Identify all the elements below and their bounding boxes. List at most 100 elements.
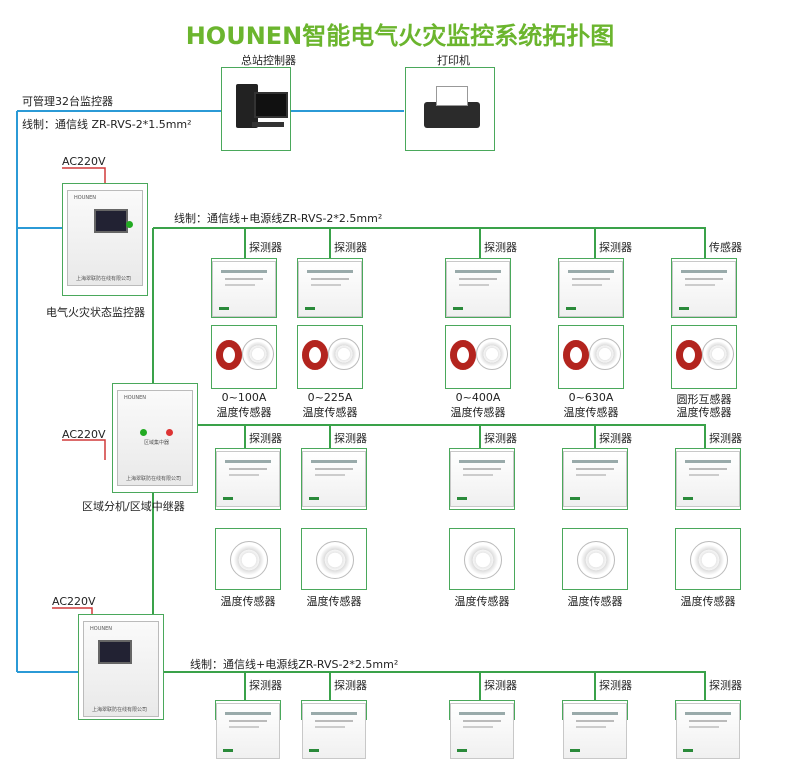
sensor-type: 温度传感器: [563, 406, 619, 419]
detector-box[interactable]: [301, 700, 367, 759]
module-detail: [689, 468, 727, 470]
current-transformer-icon: [450, 340, 476, 370]
sensor-box[interactable]: [215, 528, 281, 590]
temperature-sensor-icon: [242, 338, 274, 370]
monitor-screen: [94, 209, 128, 233]
monitor2-screen: [98, 640, 132, 664]
module-detail: [315, 726, 345, 728]
module-detail: [570, 749, 580, 752]
module-detail: [309, 749, 319, 752]
detector-module: [212, 261, 276, 317]
probe-label: 探测器: [709, 679, 742, 692]
temperature-sensor-icon: [476, 338, 508, 370]
monitor2-panel: HOUNEN 上海翠联防在线有限公司: [83, 621, 159, 717]
detector-module: [672, 261, 736, 317]
probe-label: 探测器: [599, 679, 632, 692]
detector-box[interactable]: [562, 700, 628, 759]
status-led: [126, 221, 133, 228]
sensor-range: 0~400A: [455, 391, 501, 404]
detector-box[interactable]: [449, 700, 515, 759]
detector-box[interactable]: [562, 448, 628, 510]
module-detail: [459, 278, 497, 280]
host-label: 总站控制器: [241, 54, 296, 67]
sensor-box[interactable]: [671, 325, 737, 389]
sensor-type: 温度传感器: [220, 595, 276, 608]
module-detail: [459, 460, 505, 463]
temperature-sensor-icon: [328, 338, 360, 370]
module-detail: [225, 284, 255, 286]
module-detail: [229, 468, 267, 470]
detector-box[interactable]: [675, 700, 741, 759]
detector-module: [563, 451, 627, 507]
sensor-box[interactable]: [449, 528, 515, 590]
probe-label: 探测器: [249, 241, 282, 254]
detector-box[interactable]: [211, 258, 277, 318]
wiring-diagram: [16, 110, 706, 700]
module-detail: [463, 474, 493, 476]
module-detail: [566, 307, 576, 310]
monitor2-box[interactable]: HOUNEN 上海翠联防在线有限公司: [78, 614, 164, 720]
printer-paper: [436, 86, 468, 106]
probe-label: 探测器: [484, 679, 517, 692]
module-detail: [311, 284, 341, 286]
module-detail: [453, 307, 463, 310]
relay-panel: HOUNEN 区域集中器 上海翠联防在线有限公司: [117, 390, 193, 486]
detector-box[interactable]: [449, 448, 515, 510]
detector-box[interactable]: [558, 258, 624, 318]
monitor2-maker: 上海翠联防在线有限公司: [92, 707, 148, 713]
printer-icon: [424, 102, 480, 128]
host-controller-box[interactable]: [221, 67, 291, 151]
temperature-sensor-icon: [464, 541, 502, 579]
module-detail: [229, 474, 259, 476]
sensor-range: 0~630A: [568, 391, 614, 404]
module-detail: [689, 720, 727, 722]
sensor-box[interactable]: [445, 325, 511, 389]
detector-module: [216, 703, 280, 759]
detector-box[interactable]: [445, 258, 511, 318]
module-detail: [685, 284, 715, 286]
module-detail: [229, 720, 267, 722]
probe-label: 传感器: [709, 241, 742, 254]
pc-monitor: [254, 92, 288, 118]
module-detail: [570, 497, 580, 500]
monitor-maker: 上海翠联防在线有限公司: [76, 276, 132, 282]
sensor-range: 圆形互感器: [676, 393, 732, 406]
module-detail: [223, 497, 233, 500]
sensor-box[interactable]: [211, 325, 277, 389]
monitor-brand: HOUNEN: [74, 195, 96, 201]
monitor-box[interactable]: HOUNEN 上海翠联防在线有限公司: [62, 183, 148, 296]
relay-power-label: AC220V: [62, 428, 106, 441]
detector-box[interactable]: [215, 448, 281, 510]
pc-keyboard: [252, 122, 284, 127]
sensor-type: 温度传感器: [302, 406, 358, 419]
current-transformer-icon: [302, 340, 328, 370]
printer-box[interactable]: [405, 67, 495, 151]
module-detail: [315, 468, 353, 470]
sensor-box[interactable]: [558, 325, 624, 389]
detector-box[interactable]: [215, 700, 281, 759]
module-detail: [463, 726, 493, 728]
module-detail: [685, 278, 723, 280]
sensor-box[interactable]: [301, 528, 367, 590]
module-detail: [459, 284, 489, 286]
detector-box[interactable]: [675, 448, 741, 510]
probe-label: 探测器: [334, 679, 367, 692]
detector-module: [446, 261, 510, 317]
module-detail: [689, 726, 719, 728]
sensor-type: 温度传感器: [216, 406, 272, 419]
probe-label: 探测器: [599, 432, 632, 445]
relay-maker: 上海翠联防在线有限公司: [126, 476, 182, 482]
module-detail: [572, 712, 618, 715]
detector-module: [216, 451, 280, 507]
module-detail: [311, 712, 357, 715]
relay-box[interactable]: HOUNEN 区域集中器 上海翠联防在线有限公司: [112, 383, 198, 493]
sensor-box[interactable]: [675, 528, 741, 590]
sensor-box[interactable]: [297, 325, 363, 389]
relay-label: 区域分机/区域中继器: [82, 500, 185, 513]
monitor2-brand: HOUNEN: [90, 626, 112, 632]
sensor-box[interactable]: [562, 528, 628, 590]
detector-box[interactable]: [301, 448, 367, 510]
temperature-sensor-icon: [577, 541, 615, 579]
detector-box[interactable]: [297, 258, 363, 318]
detector-box[interactable]: [671, 258, 737, 318]
